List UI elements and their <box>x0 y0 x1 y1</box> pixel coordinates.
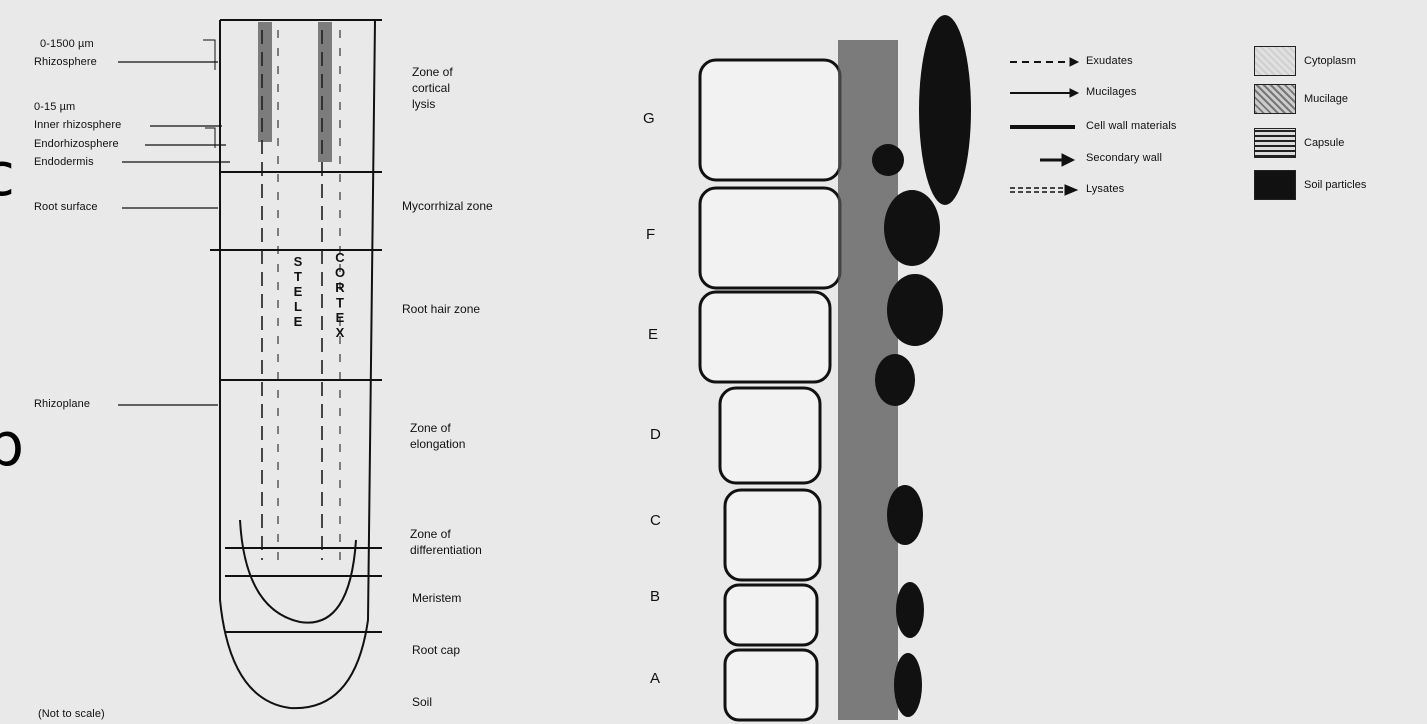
root-cap-inner <box>240 520 356 623</box>
legend-mucilages: Mucilages <box>1086 86 1136 98</box>
capsule-swatch <box>1254 128 1296 158</box>
label-d15: 0-15 µm <box>34 101 75 113</box>
legend-soil-particles: Soil particles <box>1254 170 1366 200</box>
cell-A <box>725 650 817 720</box>
label-not-to-scale: (Not to scale) <box>38 708 105 720</box>
zone-root-cap: Root cap <box>412 642 460 658</box>
label-root-surface: Root surface <box>34 201 98 213</box>
label-inner-rhizosphere: Inner rhizosphere <box>34 119 121 131</box>
label-d1500: 0-1500 µm <box>40 38 94 50</box>
zone-cortical-lysis: Zone of cortical lysis <box>412 64 453 112</box>
mucilage-swatch <box>1254 84 1296 114</box>
soil-particle <box>887 485 923 545</box>
cropped-glyph-p: p <box>0 410 24 480</box>
legend-mucilage: Mucilage <box>1254 84 1348 114</box>
cell-E <box>700 292 830 382</box>
cell-letter-G: G <box>643 110 655 127</box>
cell-letter-E: E <box>648 326 658 343</box>
label-endorhizosphere: Endorhizosphere <box>34 138 119 150</box>
soil-particle <box>887 274 943 346</box>
label-endodermis: Endodermis <box>34 156 94 168</box>
soil-swatch <box>1254 170 1296 200</box>
soil-particle <box>875 354 915 406</box>
soil-particle <box>894 653 922 717</box>
zone-elongation: Zone of elongation <box>410 420 465 452</box>
cytoplasm-swatch <box>1254 46 1296 76</box>
zone-mycorrhizal: Mycorrhizal zone <box>402 198 493 214</box>
legend-capsule: Capsule <box>1254 128 1344 158</box>
legend-cell-wall: Cell wall materials <box>1086 120 1177 132</box>
cell-letter-B: B <box>650 588 660 605</box>
zone-meristem: Meristem <box>412 590 461 606</box>
legend-cytoplasm: Cytoplasm <box>1254 46 1356 76</box>
cell-B <box>725 585 817 645</box>
soil-particle <box>919 15 971 205</box>
cell-D <box>720 388 820 483</box>
zone-soil: Soil <box>412 694 432 710</box>
soil-particle <box>884 190 940 266</box>
cropped-glyph-c: c <box>0 140 15 210</box>
stele-stipple <box>258 22 272 142</box>
legend-exudates: Exudates <box>1086 55 1133 67</box>
zone-differentiation: Zone of differentiation <box>410 526 482 558</box>
cell-letter-F: F <box>646 226 655 243</box>
soil-particle <box>896 582 924 638</box>
cell-F <box>700 188 840 288</box>
legend-secondary-wall: Secondary wall <box>1086 152 1162 164</box>
zone-root-hair: Root hair zone <box>402 301 480 317</box>
cell-letter-C: C <box>650 512 661 529</box>
root-outline <box>220 20 375 708</box>
cell-letter-D: D <box>650 426 661 443</box>
label-rhizosphere: Rhizosphere <box>34 56 97 68</box>
legend-lysates: Lysates <box>1086 183 1124 195</box>
cell-G <box>700 60 840 180</box>
soil-particle <box>872 144 904 176</box>
label-rhizoplane: Rhizoplane <box>34 398 90 410</box>
cortex-stipple <box>318 22 332 162</box>
cell-letter-A: A <box>650 670 660 687</box>
cell-C <box>725 490 820 580</box>
